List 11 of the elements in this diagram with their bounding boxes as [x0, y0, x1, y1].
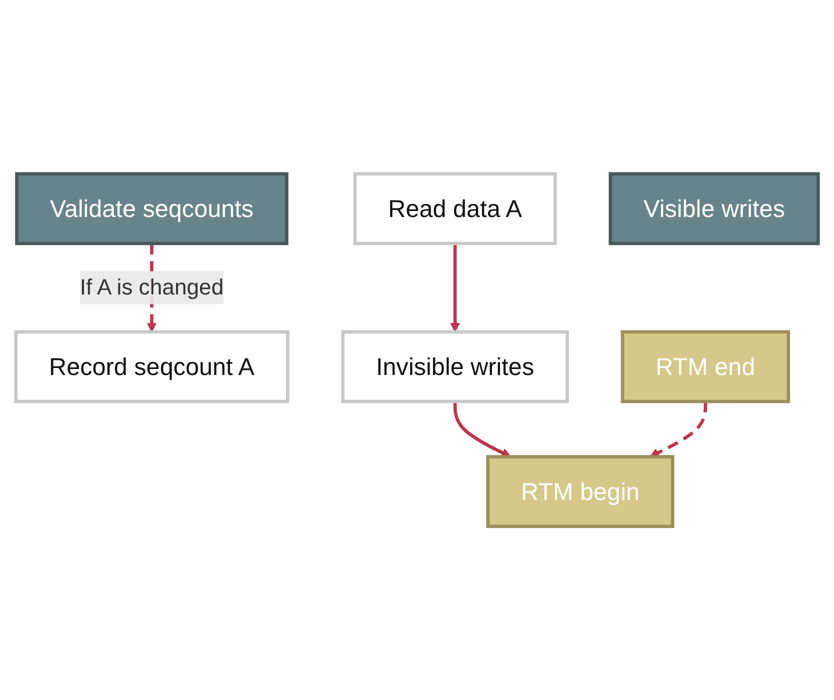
node-box: Read data A	[353, 172, 557, 246]
node-box: RTM end	[620, 330, 790, 404]
arrow	[453, 401, 511, 458]
node-box: Record seqcount A	[14, 330, 290, 404]
arrow	[450, 243, 460, 332]
node-box: Validate seqcounts	[15, 172, 288, 246]
node-box: RTM begin	[486, 454, 674, 528]
node-box: Visible writes	[608, 172, 820, 246]
edge-label: If A is changed	[80, 275, 224, 300]
node-box: Invisible writes	[341, 330, 569, 404]
arrow	[650, 401, 708, 458]
